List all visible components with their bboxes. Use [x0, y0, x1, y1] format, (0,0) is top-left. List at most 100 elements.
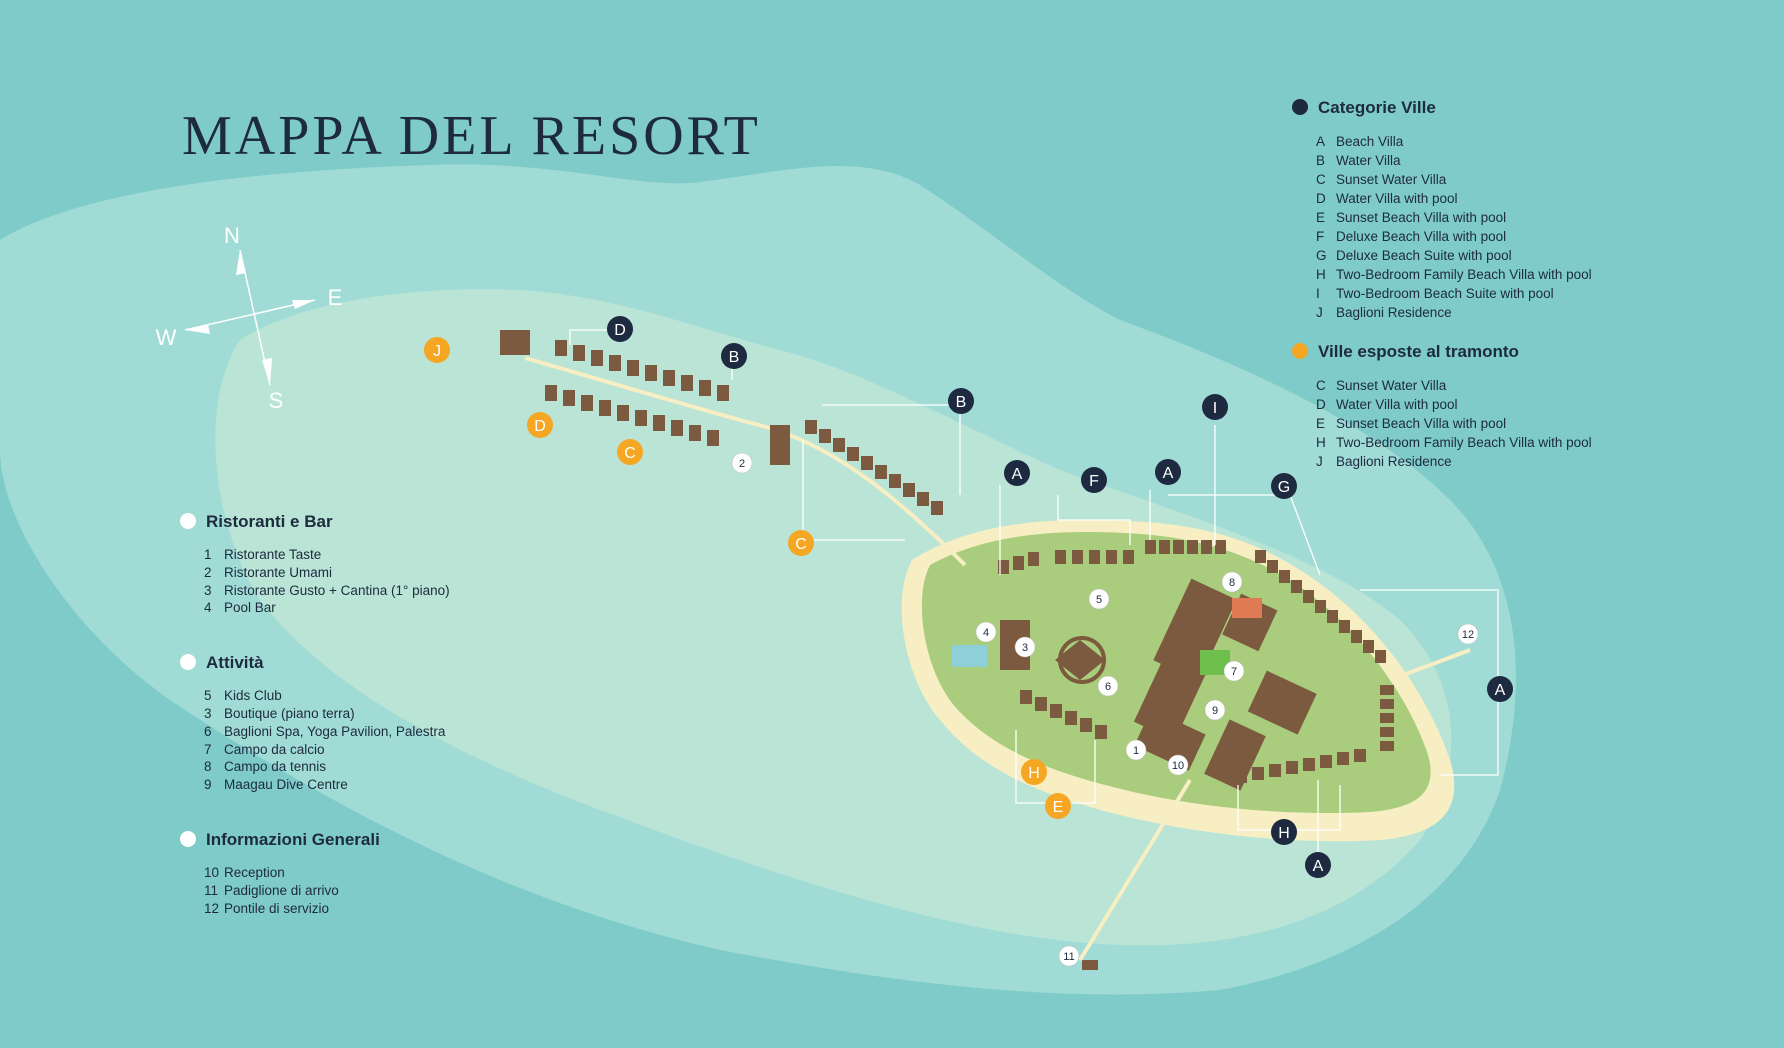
marker-label: 8: [1229, 577, 1235, 589]
villa-roof: [545, 385, 557, 401]
compass-label-s: S: [269, 388, 284, 413]
legend-item-key: J: [1316, 454, 1323, 469]
villa-roof: [1337, 752, 1349, 765]
marker-label: 5: [1096, 594, 1102, 606]
villa-marker-C: C: [617, 439, 643, 465]
villa-roof: [581, 395, 593, 411]
legend-dot-icon: [1292, 343, 1308, 359]
villa-roof: [875, 465, 887, 479]
villa-roof: [1286, 761, 1298, 774]
poi-marker-11: 11: [1058, 945, 1080, 967]
marker-label: 2: [739, 458, 745, 470]
marker-label: 6: [1105, 681, 1111, 693]
villa-roof: [903, 483, 915, 497]
marker-label: 11: [1063, 951, 1074, 963]
villa-roof: [1351, 630, 1362, 643]
legend-section-title: Ville esposte al tramonto: [1292, 342, 1652, 362]
legend-item-label: Two-Bedroom Family Beach Villa with pool: [1336, 435, 1592, 450]
villa-marker-A: A: [1004, 460, 1030, 486]
villa-roof: [599, 400, 611, 416]
villa-marker-F: F: [1081, 467, 1107, 493]
villa-roof: [617, 405, 629, 421]
legend-item-label: Baglioni Residence: [1336, 454, 1452, 469]
legend-dot-icon: [180, 654, 196, 671]
legend-item-key: 3: [204, 582, 212, 598]
villa-roof: [889, 474, 901, 488]
legend-item-key: H: [1316, 267, 1326, 282]
villa-roof: [699, 380, 711, 396]
villa-roof: [1380, 727, 1394, 737]
villa-roof: [645, 365, 657, 381]
legend-item-label: Sunset Beach Villa with pool: [1336, 416, 1507, 431]
legend-item-key: 11: [204, 882, 219, 898]
compass-icon: [184, 249, 316, 386]
legend-item-label: Beach Villa: [1336, 134, 1404, 149]
legend-item-key: H: [1316, 435, 1326, 450]
legend-section-title: Categorie Ville: [1292, 98, 1652, 118]
villa-roof: [1267, 560, 1278, 573]
villa-roof: [500, 330, 530, 355]
legend-item-key: 12: [204, 900, 220, 916]
villa-roof: [1082, 960, 1098, 970]
villa-marker-A: A: [1155, 459, 1181, 485]
legend-dot-icon: [180, 513, 196, 529]
poi-marker-7: 7: [1223, 660, 1245, 682]
marker-label: A: [1163, 465, 1174, 482]
legend-item-key: B: [1316, 153, 1326, 168]
villa-roof: [1050, 704, 1062, 718]
legend-item-key: D: [1316, 191, 1326, 206]
villa-roof: [1106, 550, 1117, 564]
poi-marker-3: 3: [1014, 636, 1036, 658]
legend-item-key: E: [1316, 210, 1326, 225]
legend-item-label: Sunset Beach Villa with pool: [1336, 210, 1507, 225]
legend-item-key: 3: [204, 705, 212, 721]
villa-marker-A: A: [1305, 852, 1331, 878]
villa-roof: [591, 350, 603, 366]
villa-roof: [1354, 749, 1366, 762]
villa-marker-J: J: [424, 337, 450, 363]
villa-roof: [1095, 725, 1107, 739]
marker-label: 7: [1231, 666, 1237, 678]
villa-roof: [635, 410, 647, 426]
legend-item-label: Water Villa with pool: [1336, 191, 1458, 206]
villa-roof: [1080, 718, 1092, 732]
legend-item-label: Sunset Water Villa: [1336, 378, 1447, 393]
villa-roof: [1089, 550, 1100, 564]
villa-roof: [1028, 552, 1039, 566]
poi-marker-9: 9: [1204, 699, 1226, 721]
villa-roof: [1279, 570, 1290, 583]
marker-label: E: [1053, 799, 1064, 816]
villa-marker-B: B: [948, 388, 974, 414]
legend-item-label: Ristorante Umami: [224, 564, 333, 580]
marker-label: 4: [983, 627, 989, 639]
compass-label-w: W: [156, 325, 177, 350]
villa-marker-D: D: [607, 316, 633, 342]
villa-roof: [627, 360, 639, 376]
legend-dot-icon: [1292, 99, 1308, 115]
villa-roof: [1255, 550, 1266, 563]
villa-roof: [1320, 755, 1332, 768]
poi-marker-8: 8: [1221, 571, 1243, 593]
villa-marker-I: I: [1202, 394, 1228, 420]
legend-item: E Sunset Beach Villa with pool: [1316, 208, 1652, 227]
villa-roof: [1303, 758, 1315, 771]
villa-marker-E: E: [1045, 793, 1071, 819]
poi-marker-2: 2: [731, 452, 753, 474]
poi-marker-10: 10: [1167, 754, 1189, 776]
villa-roof: [1145, 540, 1156, 554]
villa-roof: [1380, 699, 1394, 709]
villa-roof: [1187, 540, 1198, 554]
page-title: MAPPA DEL RESORT: [182, 105, 761, 167]
villa-roof: [653, 415, 665, 431]
